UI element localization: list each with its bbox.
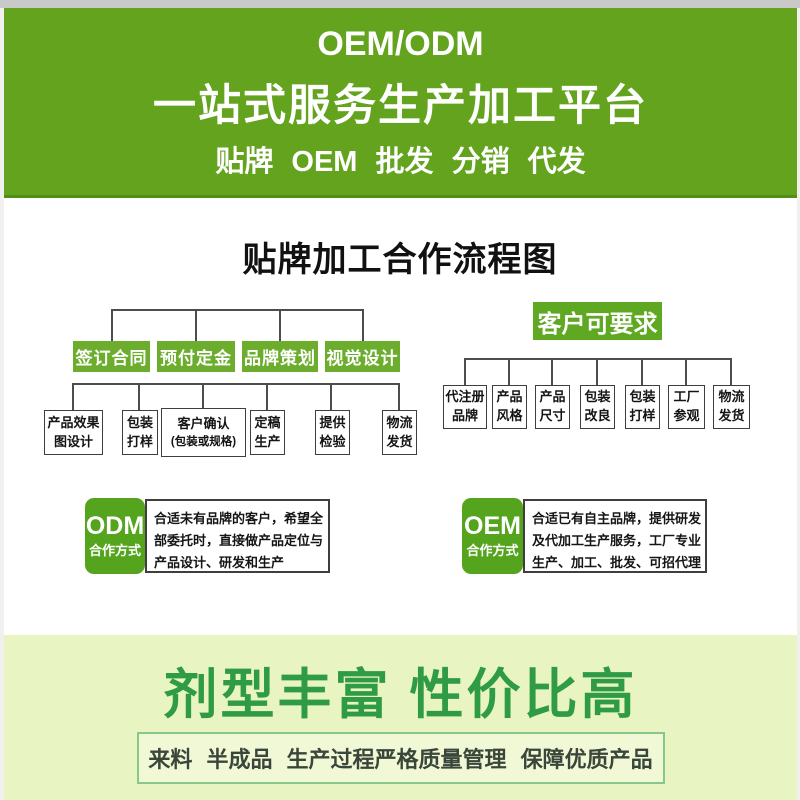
connector-line — [111, 309, 113, 341]
step-prepay-deposit: 预付定金 — [157, 341, 235, 372]
step-sign-contract: 签订合同 — [73, 341, 150, 372]
req-line: 工厂 — [673, 389, 700, 405]
connector-line — [508, 358, 510, 385]
req-factory-visit: 工厂 参观 — [668, 385, 705, 429]
customer-requirements-header: 客户可要求 — [533, 302, 662, 340]
req-packaging-proof: 包装 打样 — [625, 385, 660, 429]
substep-line: 生产 — [254, 433, 281, 449]
substep-line: 包装 — [126, 414, 153, 430]
connector-line — [72, 383, 400, 385]
odm-badge: ODM 合作方式 — [85, 498, 145, 574]
odm-label: ODM — [85, 511, 145, 540]
connector-line — [362, 309, 364, 341]
substep-line: 检验 — [319, 433, 346, 449]
substep-packaging-proof: 包装 打样 — [122, 410, 158, 455]
req-line: 参观 — [673, 408, 700, 423]
req-line: 尺寸 — [539, 408, 566, 423]
req-product-style: 产品 风格 — [492, 385, 527, 429]
connector-line — [464, 358, 466, 385]
req-line: 改良 — [584, 408, 611, 423]
req-line: 代注册 — [445, 389, 485, 405]
banner-services: 贴牌 OEM 批发 分销 代发 — [215, 146, 586, 178]
connector-line — [72, 383, 74, 410]
odm-sublabel: 合作方式 — [88, 543, 141, 559]
step-brand-planning: 品牌策划 — [242, 341, 318, 372]
banner-main-title: 一站式服务生产加工平台 — [153, 82, 648, 130]
header-banner: OEM/ODM 一站式服务生产加工平台 贴牌 OEM 批发 分销 代发 — [4, 8, 797, 198]
connector-line — [551, 358, 553, 385]
oem-label: OEM — [464, 511, 521, 540]
connector-line — [111, 309, 364, 311]
req-line: 发货 — [718, 408, 745, 423]
connector-line — [202, 383, 204, 410]
substep-line: 定稿 — [254, 414, 281, 430]
connector-line — [266, 383, 268, 410]
substep-line: 客户确认 — [177, 415, 230, 431]
connector-line — [685, 358, 687, 385]
connector-line — [464, 358, 732, 360]
step-visual-design: 视觉设计 — [325, 341, 400, 372]
banner-oem-odm: OEM/ODM — [317, 25, 484, 63]
connector-line — [398, 383, 400, 410]
connector-line — [641, 358, 643, 385]
substep-line: 发货 — [386, 433, 413, 449]
footer-quality-banner: 来料 半成品 生产过程严格质量管理 保障优质产品 — [136, 732, 665, 784]
oem-description: 合适已有自主品牌，提供研发及代加工生产服务，工厂专业生产、加工、批发、可招代理 — [523, 499, 707, 573]
flowchart-title: 贴牌加工合作流程图 — [242, 241, 558, 279]
connector-line — [730, 358, 732, 385]
substep-logistics: 物流 发货 — [382, 410, 417, 455]
substep-product-render: 产品效果 图设计 — [44, 410, 103, 455]
req-line: 包装 — [584, 389, 611, 405]
req-line: 产品 — [496, 389, 523, 405]
connector-line — [596, 358, 598, 385]
req-line: 产品 — [539, 389, 566, 405]
req-packaging-improve: 包装 改良 — [580, 385, 615, 429]
substep-line: 物流 — [386, 414, 413, 430]
req-line: 物流 — [718, 389, 745, 405]
substep-final-production: 定稿 生产 — [250, 410, 285, 455]
substep-inspection: 提供 检验 — [315, 410, 350, 455]
top-gray-strip — [0, 0, 800, 8]
req-line: 品牌 — [451, 408, 478, 423]
connector-line — [138, 383, 140, 410]
substep-line: 图设计 — [53, 433, 93, 449]
odm-description: 合适未有品牌的客户，希望全部委托时，直接做产品定位与产品设计、研发和生产 — [145, 499, 330, 573]
substep-customer-confirm: 客户确认 (包装或规格) — [161, 408, 246, 457]
substep-line: 提供 — [319, 414, 346, 430]
connector-line — [279, 309, 281, 341]
req-register-brand: 代注册 品牌 — [443, 385, 487, 429]
substep-line: 产品效果 — [47, 414, 100, 430]
req-line: 包装 — [629, 389, 656, 405]
oem-sublabel: 合作方式 — [466, 543, 519, 559]
req-product-size: 产品 尺寸 — [535, 385, 570, 429]
footer-section: 剂型丰富 性价比高 来料 半成品 生产过程严格质量管理 保障优质产品 — [4, 635, 797, 800]
oem-badge: OEM 合作方式 — [462, 498, 523, 574]
req-line: 风格 — [496, 408, 523, 423]
substep-line: 打样 — [126, 433, 153, 449]
connector-line — [195, 309, 197, 341]
footer-title: 剂型丰富 性价比高 — [163, 665, 638, 725]
substep-line: (包装或规格) — [170, 435, 237, 448]
req-logistics: 物流 发货 — [713, 385, 750, 429]
connector-line — [330, 383, 332, 410]
req-line: 打样 — [629, 408, 656, 423]
